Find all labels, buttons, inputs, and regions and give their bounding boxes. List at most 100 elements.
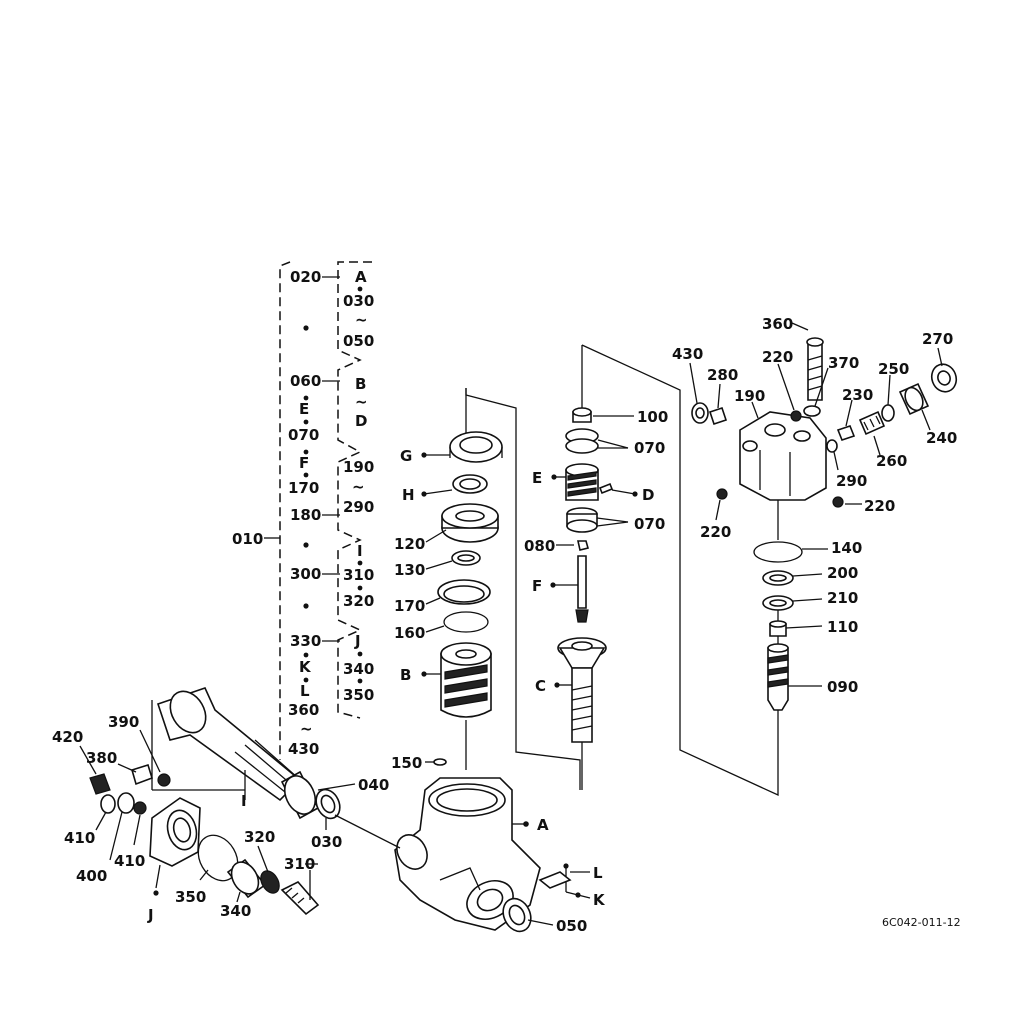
label-390: 390 [108,713,139,731]
legend-left-13: 430 [288,740,319,758]
legend-right-3: 050 [343,332,374,350]
legend-right-4: B [355,375,366,393]
legend-right-9: 290 [343,498,374,516]
label-410-b: 410 [114,852,145,870]
label-310: 310 [284,855,315,873]
label-190: 190 [734,387,765,405]
center-stack: G H 120 130 170 160 B [394,388,581,790]
label-320: 320 [244,828,275,846]
label-L: L [593,864,603,882]
label-410-a: 410 [64,829,95,847]
legend-left-4: F [299,454,309,472]
legend-left-3: 070 [288,426,319,444]
label-170: 170 [394,597,425,615]
label-240: 240 [926,429,957,447]
valve-body-190 [739,411,827,501]
label-120: 120 [394,535,425,553]
part-350-oring [197,834,239,882]
label-I: I [241,792,247,810]
label-260: 260 [876,452,907,470]
legend-right-12: 320 [343,592,374,610]
part-370-washer [803,405,821,417]
legend-left-12: ~ [300,720,313,738]
label-280: 280 [707,366,738,384]
label-110: 110 [827,618,858,636]
legend-left-9: K [299,658,312,676]
label-270: 270 [922,330,953,348]
label-G: G [400,447,412,465]
legend-left-5: 170 [288,479,319,497]
label-050: 050 [556,917,587,935]
legend-right-11: 310 [343,566,374,584]
label-370: 370 [828,354,859,372]
legend-right-14: 340 [343,660,374,678]
part-D-pin [598,482,614,495]
label-220-b: 220 [700,523,731,541]
label-220-c: 220 [864,497,895,515]
part-080-seat [577,540,589,551]
label-H: H [402,486,415,504]
label-K: K [593,891,606,909]
label-100: 100 [637,408,668,426]
part-400-washer [117,792,135,814]
part-F-pushrod [577,555,587,609]
label-130: 130 [394,561,425,579]
label-160: 160 [394,624,425,642]
label-380: 380 [86,749,117,767]
legend-left-11: 360 [288,701,319,719]
parts-group-legend: 010 020 060 E 070 F 170 180 300 330 K L … [232,261,374,760]
part-410-washer-a [100,794,116,814]
part-280-plug [708,406,728,426]
label-070-b: 070 [634,515,665,533]
lower-left-assembly: I 040 030 A 150 050 [151,687,606,935]
drawing-reference-id: 6C042-011-12 [882,916,961,929]
label-070-a: 070 [634,439,665,457]
legend-right-2: ~ [355,311,368,329]
label-F: F [532,577,542,595]
part-390-nut [157,773,171,787]
part-290-oring [826,439,838,453]
part-380-bolt [131,763,153,786]
legend-left-7: 300 [290,565,321,583]
label-220-a: 220 [762,348,793,366]
label-250: 250 [878,360,909,378]
label-C: C [535,677,546,695]
label-040: 040 [358,776,389,794]
legend-left-10: L [300,682,310,700]
legend-right-15: 350 [343,686,374,704]
label-210: 210 [827,589,858,607]
label-A: A [537,816,549,834]
label-080: 080 [524,537,555,555]
legend-left-2: E [299,400,309,418]
label-150: 150 [391,754,422,772]
valve-stack: 100 070 E D 070 080 F [524,344,779,797]
part-140-oring [753,541,803,563]
part-K-plate [538,871,572,889]
label-B: B [400,666,411,684]
label-090: 090 [827,678,858,696]
label-400: 400 [76,867,107,885]
legend-right-5: ~ [355,393,368,411]
legend-left-6: 180 [290,506,321,524]
part-230-plug [836,425,856,441]
label-290: 290 [836,472,867,490]
label-430: 430 [672,345,703,363]
part-420-nut [89,773,111,795]
legend-right-1: 030 [343,292,374,310]
legend-right-13: J [354,632,361,650]
label-J: J [147,906,154,924]
label-350: 350 [175,888,206,906]
label-140: 140 [831,539,862,557]
label-E: E [532,469,542,487]
legend-left-1: 060 [290,372,321,390]
part-250-oring [881,404,895,422]
part-320-nut [260,870,280,894]
right-valve-body: 360 190 430 280 220 370 230 290 [672,315,957,711]
label-200: 200 [827,564,858,582]
label-420: 420 [52,728,83,746]
legend-bracket-right [337,261,372,719]
legend-left-0: 020 [290,268,321,286]
legend-right-10: I [357,542,363,560]
part-410-washer-b [133,801,147,815]
